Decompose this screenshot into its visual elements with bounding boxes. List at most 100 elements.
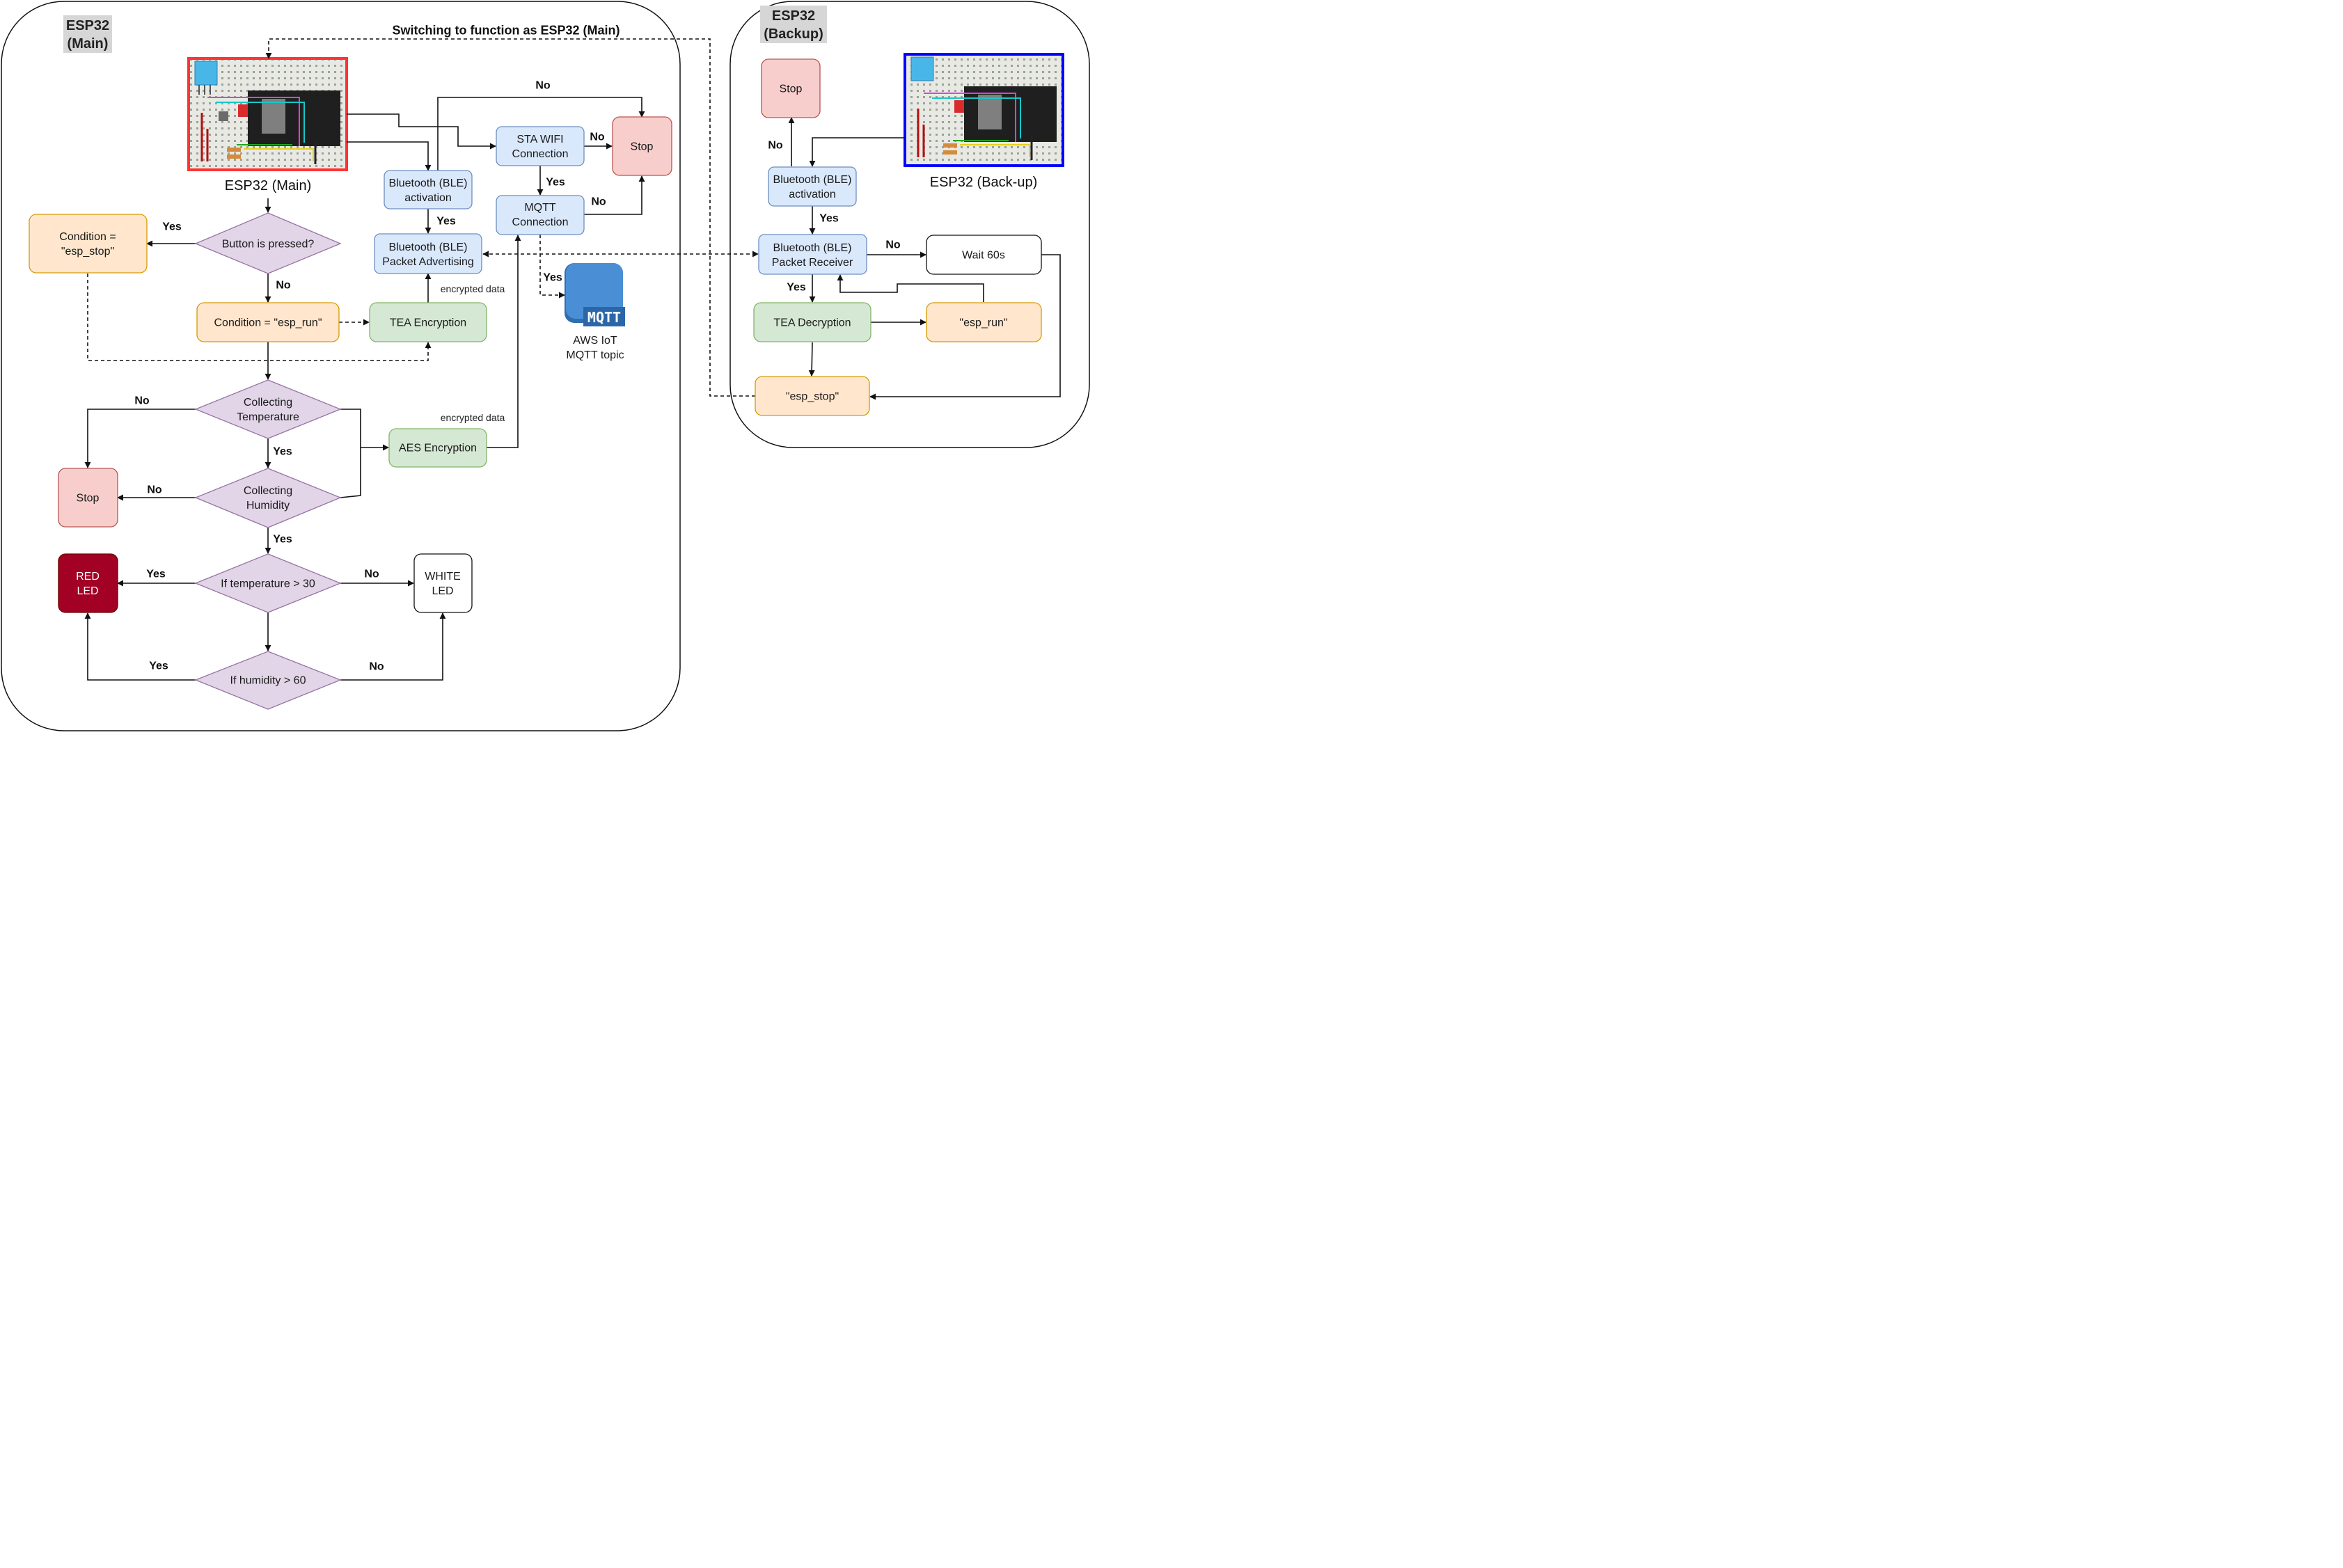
edge-temp-no [84,409,196,468]
encrypted-data-label-2: encrypted data [441,412,505,423]
wifi-yes-label: Yes [546,177,565,189]
temp-no-label: No [134,395,150,407]
main-group-label: ESP32(Main) [66,18,109,52]
esp-stop-node [755,376,870,416]
mqtt-connection-node [496,195,585,235]
button-pressed-decision [194,212,342,274]
edge-backup-device-ble-act [809,137,905,167]
esp32-main-board-image [187,57,348,171]
ble-activation-backup-label: Bluetooth (BLE)activation [773,174,852,200]
button-no-label: No [276,280,291,292]
ble-activation-backup-node [768,166,857,207]
aes-encryption-node [388,428,487,468]
stop-top-label: Stop [631,141,654,153]
main-group-container [1,1,681,731]
switching-label: Switching to function as ESP32 (Main) [392,23,620,37]
sta-wifi-node [496,126,585,166]
button-yes-label: Yes [162,221,182,233]
edge-ble-no-stop [437,97,645,171]
edge-labels: Switching to function as ESP32 (Main) No… [134,23,901,672]
condition-run-node [196,302,340,342]
condition-run-label: Condition = "esp_run" [214,317,322,329]
backup-group-label: ESP32(Backup) [764,8,823,42]
ble-no-top-label: No [535,80,551,92]
red-led-node [58,553,118,613]
backup-no-label: No [768,140,783,152]
mqtt-yes-label: Yes [543,272,562,284]
edges [84,38,1061,681]
edge-mqtt-yes [539,235,565,299]
edge-device-to-wifi [347,113,496,150]
edge-device-to-ble-activation [347,141,432,171]
ble-advertising-node [374,233,482,274]
mqtt-no-label: No [591,196,606,208]
hum-yes-label: Yes [273,534,292,546]
esp-run-label: "esp_run" [959,317,1007,329]
nodes: Condition ="esp_stop" Button is pressed?… [29,58,1042,710]
ble-receiver-node [758,234,867,275]
ble-receiver-label: Bluetooth (BLE)Packet Receiver [772,242,853,269]
recv-no-label: No [885,239,901,251]
condition-stop-label: Condition ="esp_stop" [59,231,116,258]
white-led-node [413,553,473,613]
stop-left-label: Stop [77,493,100,505]
condition-stop-node [29,214,148,274]
esp-run-node [926,302,1042,342]
temperature-check-decision [194,553,342,613]
backup-group-container [729,1,1090,448]
temperature-check-label: If temperature > 30 [221,578,315,590]
hum-no-label: No [147,484,162,496]
tea-encryption-label: TEA Encryption [390,317,466,329]
wifi-no-label: No [590,132,605,143]
edge-h60-yes [84,612,196,681]
tea-decryption-node [753,302,871,342]
tea-encryption-node [369,302,487,342]
ble-advertising-label: Bluetooth (BLE)Packet Advertising [382,241,474,268]
ble-act-yes-label: Yes [436,216,456,228]
backup-yes-label: Yes [819,213,839,225]
button-pressed-label: Button is pressed? [222,239,315,251]
ble-activation-main-label: Bluetooth (BLE)activation [389,177,468,204]
edge-mqtt-no [584,175,645,215]
edge-run-recv [837,274,984,302]
ble-activation-main-node [384,170,473,209]
esp-stop-label: "esp_stop" [786,391,839,403]
collect-temperature-decision [194,379,342,439]
stop-top-node [612,116,672,176]
aes-encryption-label: AES Encryption [399,443,477,454]
edge-hum-aes [340,448,361,498]
h60-yes-label: Yes [149,660,168,672]
t30-yes-label: Yes [146,569,166,580]
temp-yes-label: Yes [273,446,292,458]
esp32-backup-board-image [904,53,1064,167]
aws-mqtt-icon: MQTT [565,263,625,326]
tea-decryption-label: TEA Decryption [773,317,851,329]
edge-aes-mqtt [487,235,521,448]
h60-no-label: No [369,661,384,673]
encrypted-data-label-1: encrypted data [441,283,505,294]
esp32-backup-caption: ESP32 (Back-up) [930,175,1038,190]
edge-temp-aes [340,409,389,451]
edge-h60-no [340,612,446,681]
humidity-check-decision [194,651,342,710]
t30-no-label: No [364,569,379,580]
backup-group-label-bg [760,6,827,43]
edge-switching [265,38,755,397]
recv-yes-label: Yes [787,282,806,294]
system-flowchart: ESP32(Main) ESP32(Backup) ESP32 (Main) [1,1,1090,731]
wait-label: Wait 60s [962,250,1005,262]
humidity-check-label: If humidity > 60 [230,675,306,687]
collect-humidity-decision [194,468,342,528]
wait-node [926,235,1042,275]
stop-backup-label: Stop [780,84,803,95]
svg-text:MQTT: MQTT [587,309,621,326]
edge-wait-stop [869,254,1061,400]
stop-left-node [58,468,118,528]
